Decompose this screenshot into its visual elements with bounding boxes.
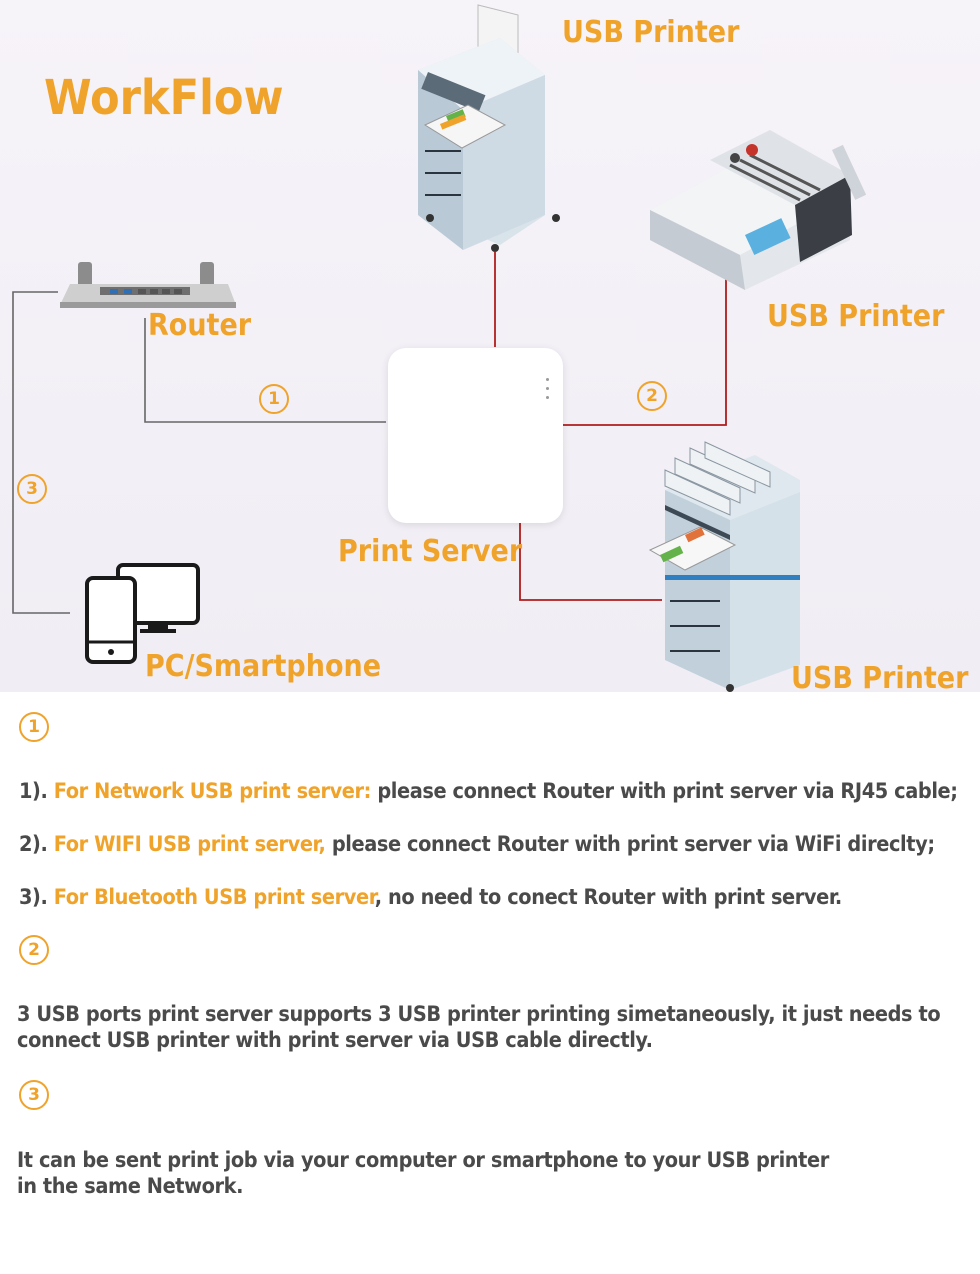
note-line-bluetooth: 3). For Bluetooth USB print server, no n… [19,885,842,910]
print-server-label: Print Server [338,534,523,569]
badge-three: 3 [17,474,47,504]
workflow-diagram: WorkFlow USB Printer USB Printer USB Pri… [0,0,980,696]
network-links [12,291,386,614]
note-usb-ports: 3 USB ports print server supports 3 USB … [17,1002,941,1053]
usb-printer-bottom-label: USB Printer [791,661,969,696]
router-to-server-line [144,318,386,423]
pc-smartphone-label: PC/Smartphone [145,649,382,684]
server-led-dots [546,378,549,405]
diagram-title: WorkFlow [44,70,284,126]
notes-section: 1 1). For Network USB print server: plea… [0,692,980,1274]
notes-badge-one: 1 [19,712,49,742]
notes-badge-three: 3 [19,1080,49,1110]
print-server-device [388,348,563,523]
router-icon [60,262,236,308]
note-print-job: It can be sent print job via your comput… [17,1148,829,1199]
usb-printer-top-icon [418,4,560,252]
usb-printer-top-label: USB Printer [562,15,740,50]
router-to-device-line [12,291,70,614]
note-line-network: 1). For Network USB print server: please… [19,779,958,804]
usb-printer-right-icon [650,130,867,290]
usb-link-bottom [519,523,662,601]
diagram-graphics [12,4,867,692]
pc-smartphone-icon [85,563,200,664]
badge-one: 1 [259,384,289,414]
notes-badge-two: 2 [19,935,49,965]
usb-printer-right-label: USB Printer [767,299,945,334]
note-line-wifi: 2). For WIFI USB print server, please co… [19,832,935,857]
router-label: Router [148,308,252,343]
usb-links [494,252,727,601]
badge-two: 2 [637,381,667,411]
usb-printer-bottom-icon [648,441,800,692]
usb-link-right [563,272,727,426]
